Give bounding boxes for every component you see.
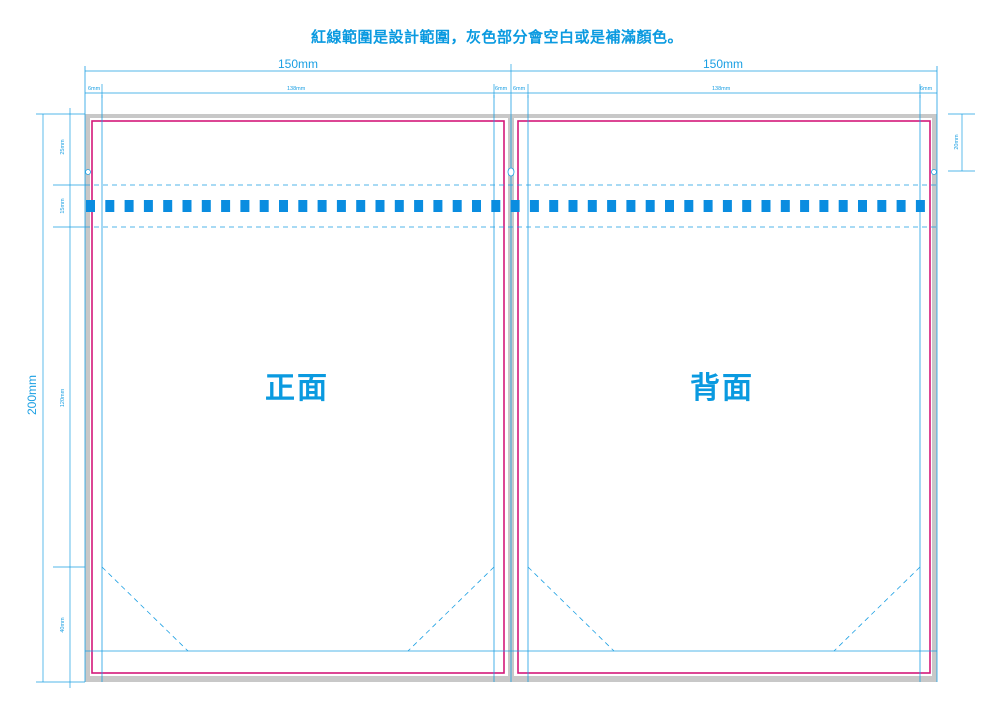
design-boundary-front <box>91 120 505 674</box>
perforation-square <box>915 200 925 212</box>
perforation-square <box>414 200 424 212</box>
perforation-square <box>665 200 674 212</box>
perforation-square <box>607 200 617 212</box>
perforation-square <box>105 200 115 212</box>
dim-margin-r1: 6mm <box>513 86 526 92</box>
pocket-diag-back-right <box>833 566 921 652</box>
dim-seg-body: 120mm <box>60 388 66 408</box>
pocket-diag-back-left <box>527 566 615 652</box>
dim-inner-right: 138mm <box>712 86 731 92</box>
perforation-square <box>510 200 520 212</box>
back-panel-label: 背面 <box>690 371 754 406</box>
perforation-square <box>800 200 810 212</box>
perforation-square <box>684 200 694 212</box>
perforation-square <box>587 200 597 212</box>
perforation-square <box>877 200 887 212</box>
dim-seg-pocket: 40mm <box>60 617 66 633</box>
dim-margin-l2: 6mm <box>495 86 508 92</box>
dim-tab-right: 20mm <box>954 134 960 150</box>
dim-inner-left: 138mm <box>287 86 306 92</box>
perforation-square <box>356 200 366 212</box>
design-boundary-back <box>517 120 931 674</box>
hang-hole-left <box>85 169 91 175</box>
perforation-line <box>86 200 925 212</box>
dim-seg-top: 25mm <box>60 139 66 155</box>
perforation-square <box>722 200 732 212</box>
perforation-square <box>780 200 790 212</box>
perforation-square <box>645 200 655 212</box>
perforation-square <box>896 200 906 212</box>
perforation-square <box>124 200 134 212</box>
perforation-square <box>279 200 288 212</box>
hang-hole-right <box>931 169 937 175</box>
perforation-square <box>529 200 539 212</box>
perforation-square <box>259 200 269 212</box>
perforation-square <box>433 200 443 212</box>
hang-hole-center <box>507 167 515 177</box>
dim-margin-l1: 6mm <box>88 86 101 92</box>
perforation-square <box>472 200 481 212</box>
pocket-diag-front-right <box>407 566 495 652</box>
perforation-square <box>86 200 95 212</box>
perforation-square <box>201 200 211 212</box>
perforation-square <box>568 200 578 212</box>
perforation-square <box>838 200 848 212</box>
perforation-square <box>703 200 713 212</box>
perforation-square <box>221 200 231 212</box>
perforation-square <box>375 200 385 212</box>
dim-margin-r2: 6mm <box>920 86 933 92</box>
perforation-square <box>143 200 153 212</box>
perforation-square <box>163 200 173 212</box>
perforation-square <box>742 200 752 212</box>
perforation-square <box>491 200 501 212</box>
pocket-diag-front-left <box>101 566 189 652</box>
perforation-square <box>452 200 462 212</box>
front-panel-label: 正面 <box>265 371 329 406</box>
perforation-square <box>240 200 250 212</box>
perforation-square <box>336 200 346 212</box>
perforation-square <box>626 200 636 212</box>
dim-width-right: 150mm <box>703 57 744 71</box>
perforation-square <box>394 200 404 212</box>
perforation-square <box>858 200 867 212</box>
perforation-square <box>317 200 327 212</box>
perforation-square <box>549 200 559 212</box>
perforation-square <box>761 200 771 212</box>
dim-width-left: 150mm <box>278 57 319 71</box>
instruction-title: 紅線範圍是設計範圍，灰色部分會空白或是補滿顏色。 <box>310 28 683 46</box>
dim-height-total: 200mm <box>25 374 39 415</box>
perforation-square <box>298 200 308 212</box>
dim-seg-perf: 15mm <box>60 198 66 214</box>
perforation-square <box>819 200 829 212</box>
perforation-square <box>182 200 192 212</box>
